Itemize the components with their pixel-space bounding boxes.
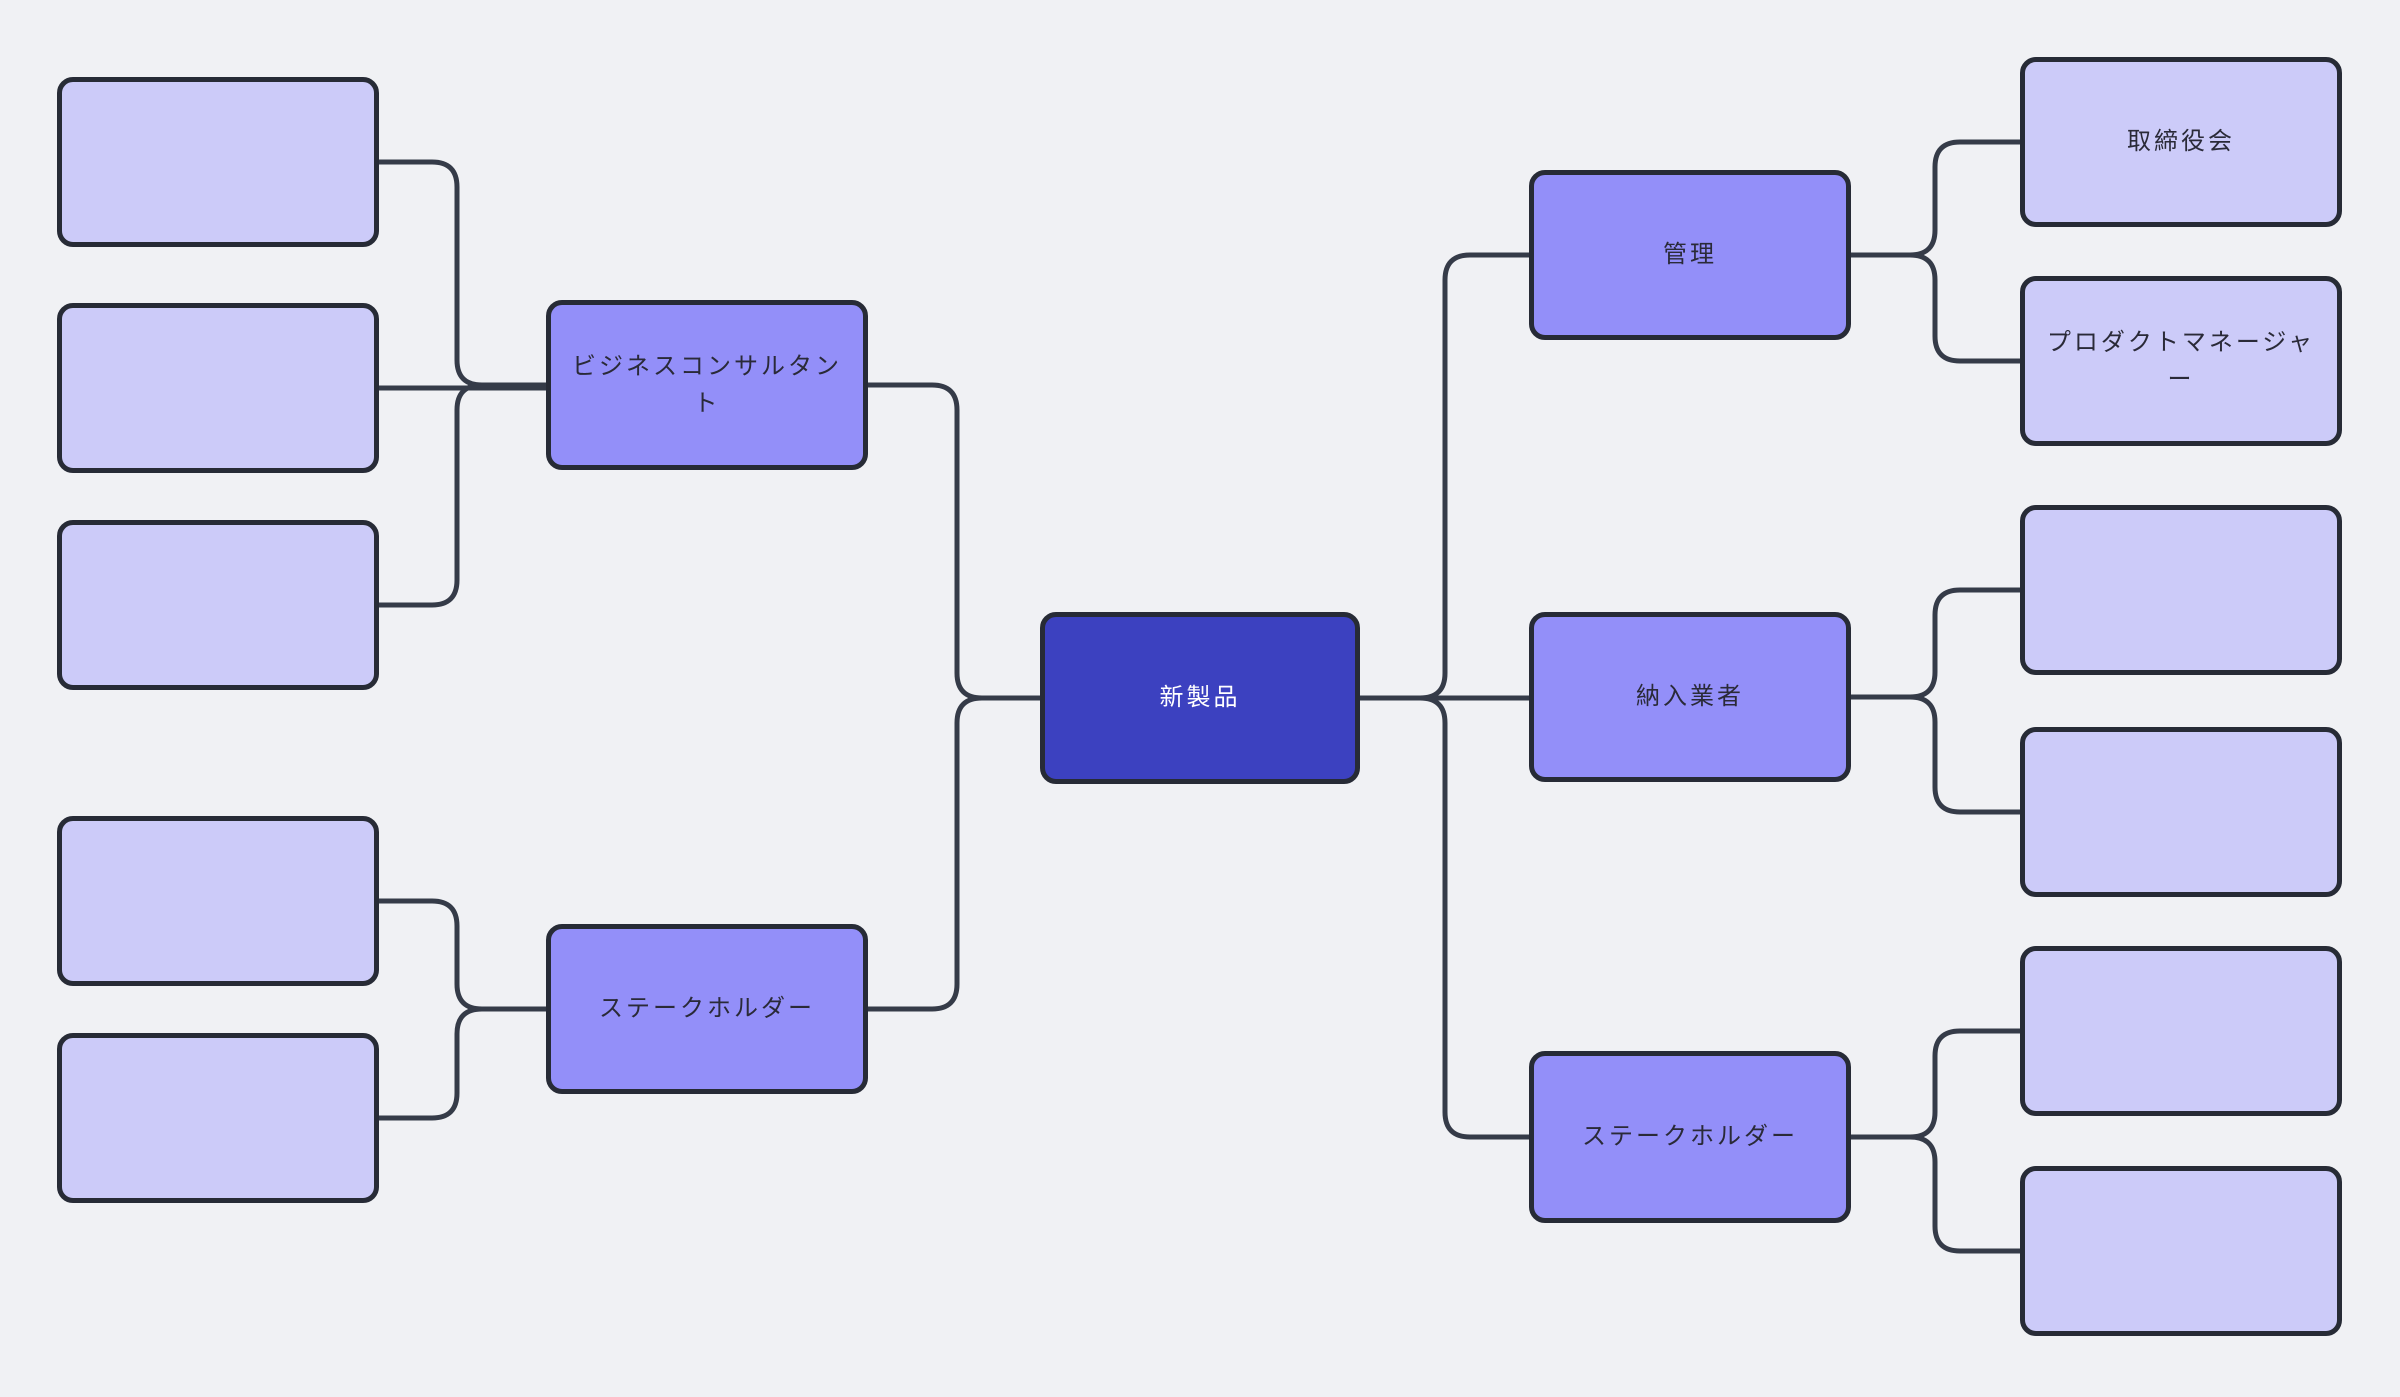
node-business-consultant-child-1[interactable]	[57, 77, 379, 247]
node-supplier-child-1[interactable]	[2020, 505, 2342, 675]
node-label: 納入業者	[1636, 682, 1744, 711]
connector	[865, 695, 1043, 1012]
node-stakeholder-right-child-2[interactable]	[2020, 1166, 2342, 1336]
connector	[1848, 1134, 2023, 1254]
connector	[1848, 694, 2023, 815]
connector	[1848, 139, 2023, 258]
node-stakeholder-left[interactable]: ステークホルダー	[546, 924, 868, 1094]
node-business-consultant-child-3[interactable]	[57, 520, 379, 690]
connector	[1848, 1028, 2023, 1140]
connector	[1848, 252, 2023, 364]
connector	[376, 159, 549, 388]
connector	[865, 382, 1043, 701]
node-stakeholder-right[interactable]: ステークホルダー	[1529, 1051, 1851, 1223]
node-business-consultant[interactable]: ビジネスコンサルタント	[546, 300, 868, 470]
node-stakeholder-left-child-1[interactable]	[57, 816, 379, 986]
connector	[376, 898, 549, 1012]
node-supplier[interactable]: 納入業者	[1529, 612, 1851, 782]
node-label: 取締役会	[2127, 127, 2235, 156]
node-label: 新製品	[1159, 683, 1241, 712]
node-supplier-child-2[interactable]	[2020, 727, 2342, 897]
connector	[376, 1006, 549, 1121]
node-label: プロダクトマネージャー	[2046, 327, 2316, 393]
connector	[1357, 252, 1532, 701]
node-label: 管理	[1663, 240, 1717, 269]
node-stakeholder-left-child-2[interactable]	[57, 1033, 379, 1203]
node-management[interactable]: 管理	[1529, 170, 1851, 340]
node-label: ステークホルダー	[599, 994, 815, 1023]
connector	[376, 382, 549, 608]
node-label: ステークホルダー	[1582, 1122, 1798, 1151]
node-label: ビジネスコンサルタント	[572, 351, 842, 417]
node-board-of-directors[interactable]: 取締役会	[2020, 57, 2342, 227]
node-product-manager[interactable]: プロダクトマネージャー	[2020, 276, 2342, 446]
node-root-new-product[interactable]: 新製品	[1040, 612, 1360, 784]
connector	[1357, 695, 1532, 1140]
node-business-consultant-child-2[interactable]	[57, 303, 379, 473]
connector	[1848, 587, 2023, 700]
node-stakeholder-right-child-1[interactable]	[2020, 946, 2342, 1116]
